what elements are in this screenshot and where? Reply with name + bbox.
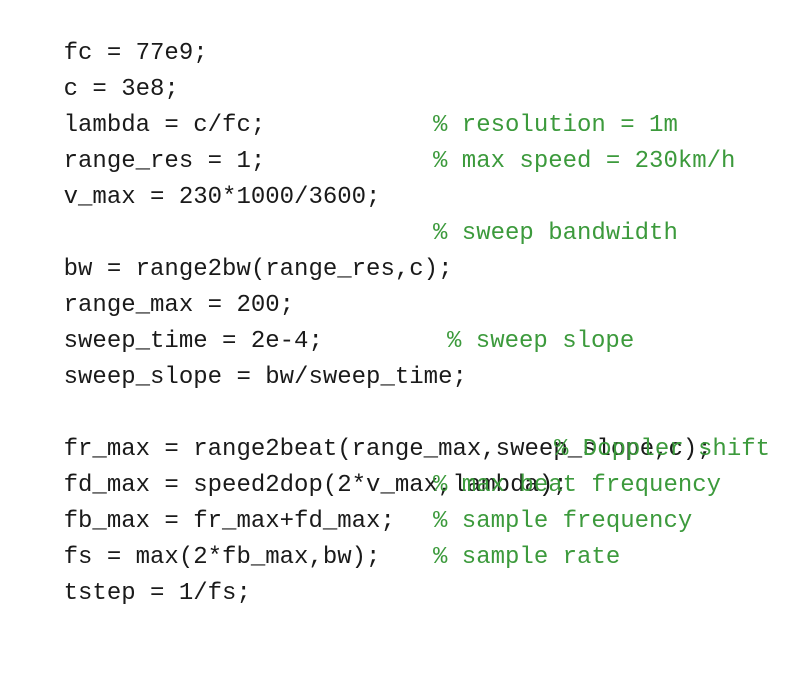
code-text: lambda = c/fc; [63,112,266,139]
code-line-13: fd_max = speed2dop(2*v_max,lambda); % Do… [6,432,770,499]
code-comment: % max beat frequency [433,472,722,499]
code-line-6 [6,180,64,216]
code-line-10: sweep_slope = bw/sweep_time; % sweep slo… [6,324,635,391]
code-line-2: c = 3e8; [6,36,179,103]
code-comment: % sample frequency [433,508,693,535]
code-text: tstep = 1/fs; [63,580,251,607]
code-text: fr_max = range2beat(range_max,sweep_slop… [63,436,712,463]
code-line-1: fc = 77e9; [6,0,208,67]
code-comment: % sample rate [433,544,621,571]
code-text: bw = range2bw(range_res,c); [63,256,453,283]
code-line-14: fb_max = fr_max+fd_max; % max beat frequ… [6,468,721,535]
code-text: v_max = 230*1000/3600; [63,184,381,211]
code-comment: % sweep slope [447,328,635,355]
code-comment: % sweep bandwidth [433,220,678,247]
code-text: sweep_time = 2e-4; [63,328,323,355]
code-text: range_res = 1; [63,148,266,175]
code-comment: % resolution = 1m [433,112,678,139]
code-text: range_max = 200; [63,292,295,319]
code-line-8: range_max = 200; [6,252,294,319]
code-line-16: tstep = 1/fs; % sample rate [6,540,621,607]
code-comment: % max speed = 230km/h [433,148,736,175]
code-line-3: lambda = c/fc; [6,72,266,139]
code-text: fd_max = speed2dop(2*v_max,lambda); [63,472,568,499]
code-line-5: v_max = 230*1000/3600; % max speed = 230… [6,144,736,211]
code-text: sweep_slope = bw/sweep_time; [63,364,467,391]
code-editor: fc = 77e9; c = 3e8; lambda = c/fc; range… [6,0,771,607]
code-text: fc = 77e9; [63,40,208,67]
code-text: fb_max = fr_max+fd_max; [63,508,395,535]
code-line-15: fs = max(2*fb_max,bw); % sample frequenc… [6,504,693,571]
code-line-4: range_res = 1; % resolution = 1m [6,108,678,175]
code-text: c = 3e8; [63,76,179,103]
code-text: fs = max(2*fb_max,bw); [63,544,381,571]
code-line-7: bw = range2bw(range_res,c); % sweep band… [6,216,678,283]
code-comment: % Doppler shift [554,436,771,463]
code-line-9: sweep_time = 2e-4; [6,288,323,355]
code-line-12: fr_max = range2beat(range_max,sweep_slop… [6,396,712,463]
code-line-11 [6,360,64,396]
